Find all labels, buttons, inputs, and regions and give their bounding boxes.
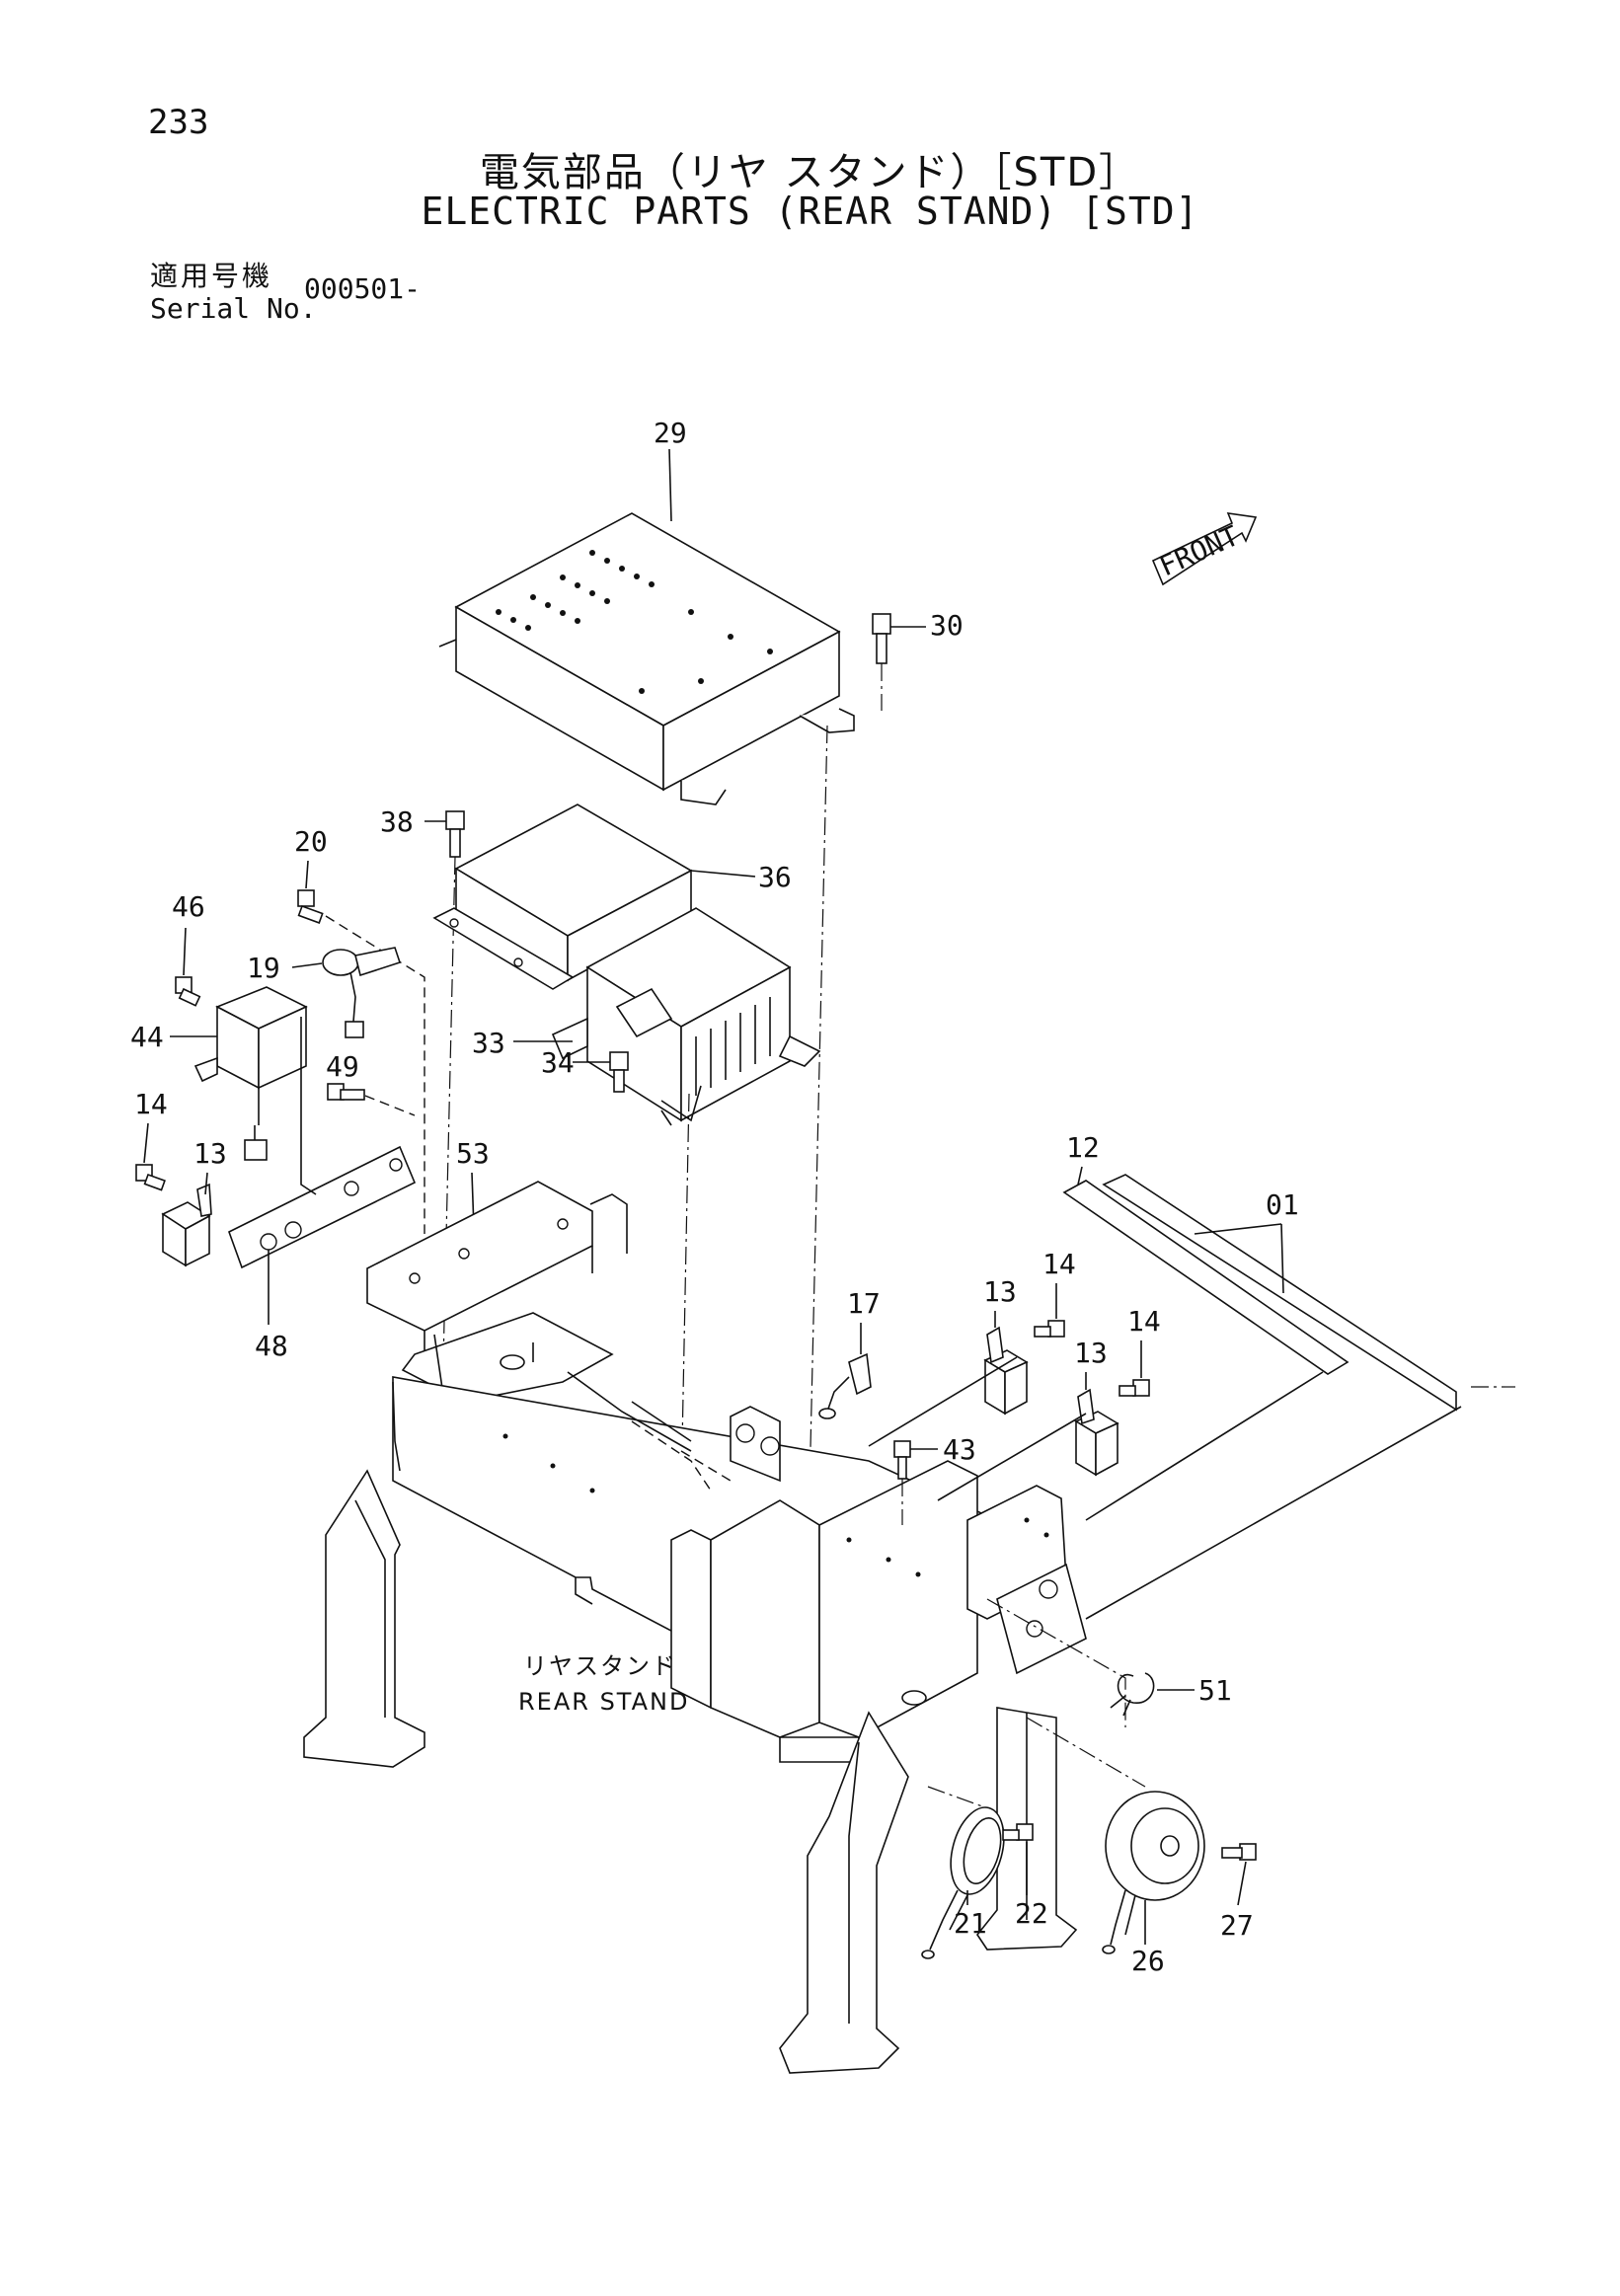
- callout-38: 38: [380, 805, 414, 838]
- callout-49: 49: [326, 1050, 359, 1083]
- part-49-bolt: [327, 1083, 365, 1101]
- part-22-bolt: [1002, 1823, 1034, 1841]
- serial-label-english: Serial No.: [150, 292, 317, 325]
- leader-20: [305, 860, 309, 889]
- callout-29: 29: [654, 417, 687, 449]
- serial-label-japanese: 適用号機: [150, 260, 273, 292]
- callout-14-right: 14: [1127, 1305, 1161, 1338]
- part-01-panel: [1102, 1174, 1457, 1412]
- callout-51: 51: [1198, 1674, 1232, 1707]
- callout-12: 12: [1066, 1131, 1100, 1164]
- leader-13-left: [204, 1172, 208, 1195]
- callout-36: 36: [758, 861, 792, 893]
- part-33-module: [551, 907, 821, 1126]
- callout-19: 19: [247, 952, 280, 984]
- leader-46: [183, 927, 187, 976]
- part-14-bolt-mid: [1034, 1320, 1065, 1338]
- leader-14-left: [143, 1122, 149, 1164]
- callout-27: 27: [1220, 1909, 1254, 1942]
- rear-stand-main-deck: [392, 1371, 1087, 1763]
- leader-01: [1194, 1223, 1284, 1294]
- part-44-relay: [193, 986, 308, 1161]
- callout-44: 44: [130, 1021, 164, 1053]
- part-46-bolt: [175, 976, 201, 1007]
- callout-13-left: 13: [193, 1137, 227, 1170]
- part-21-horn: [921, 1806, 1005, 1959]
- callout-48: 48: [255, 1330, 288, 1362]
- rear-stand-label-jp: リヤスタンド: [523, 1652, 677, 1680]
- part-13-relay-left: [161, 1183, 212, 1267]
- callout-46: 46: [172, 890, 205, 923]
- callout-14-mid: 14: [1042, 1248, 1076, 1280]
- part-30-bolt: [872, 613, 891, 664]
- rear-stand-legs: [303, 1469, 1078, 2074]
- callout-34: 34: [541, 1046, 575, 1079]
- part-38-bolt: [445, 810, 465, 858]
- leader-19: [291, 962, 323, 968]
- part-14-bolt-left: [135, 1164, 166, 1191]
- callout-26: 26: [1131, 1945, 1165, 1977]
- title-japanese: 電気部品（リヤ スタンド）［STD］: [479, 150, 1141, 195]
- callout-30: 30: [930, 609, 964, 642]
- title-english: ELECTRIC PARTS (REAR STAND) [STD]: [421, 190, 1199, 233]
- part-29-controller-box: [438, 512, 855, 805]
- rear-stand-label-en: REAR STAND: [518, 1688, 689, 1716]
- rear-stand-upper-bracket: [366, 1181, 628, 1403]
- callout-43: 43: [943, 1433, 976, 1466]
- callout-13-right: 13: [1074, 1337, 1108, 1369]
- callout-14-left: 14: [134, 1088, 168, 1120]
- page-number: 233: [148, 103, 209, 142]
- part-26-horn: [1102, 1791, 1205, 1954]
- part-36-cover: [432, 804, 693, 990]
- leader-29: [668, 448, 672, 522]
- front-direction-arrow: FRONT: [1151, 512, 1258, 586]
- callout-13-mid: 13: [983, 1275, 1017, 1308]
- part-14-bolt-right: [1119, 1379, 1150, 1397]
- callout-53: 53: [456, 1137, 490, 1170]
- part-43-bolt: [893, 1440, 911, 1480]
- part-13-relay-mid: [983, 1326, 1029, 1416]
- callout-20: 20: [294, 825, 328, 858]
- part-48-bracket: [228, 1145, 417, 1269]
- part-17-connector: [818, 1352, 872, 1419]
- leader-12: [1077, 1166, 1083, 1186]
- callout-22: 22: [1015, 1897, 1048, 1930]
- serial-number-value: 000501-: [304, 272, 422, 305]
- part-13-relay-right: [1074, 1388, 1119, 1477]
- part-51-clamp: [1110, 1672, 1155, 1717]
- callout-01: 01: [1266, 1188, 1299, 1221]
- part-19-sensor: [322, 947, 402, 1038]
- callout-21: 21: [954, 1907, 987, 1940]
- part-34-bolt: [609, 1051, 629, 1093]
- part-20-bolt: [297, 889, 324, 924]
- callout-33: 33: [472, 1027, 505, 1059]
- front-label: FRONT: [1154, 519, 1244, 582]
- leader-27: [1237, 1861, 1247, 1906]
- part-27-bolt: [1221, 1843, 1257, 1861]
- callout-17: 17: [847, 1287, 881, 1320]
- leader-36: [690, 870, 756, 878]
